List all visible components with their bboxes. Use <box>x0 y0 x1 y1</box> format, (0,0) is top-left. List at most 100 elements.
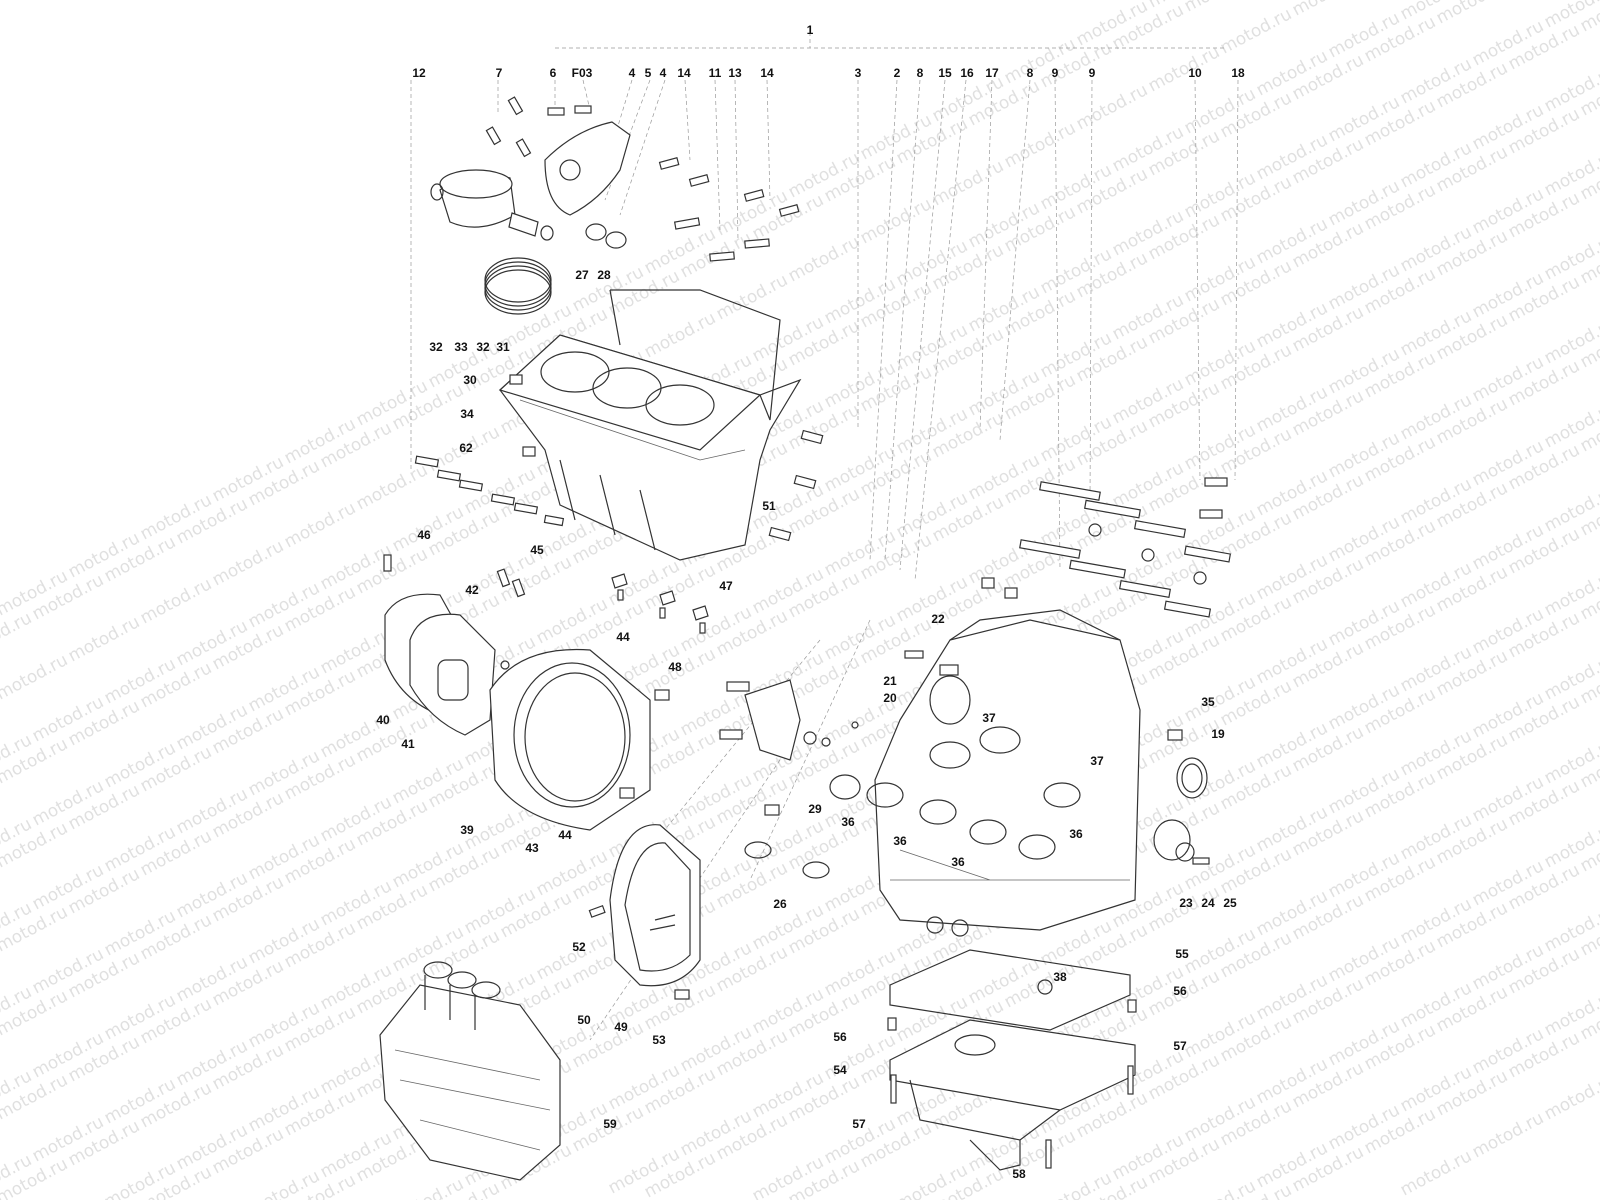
watermark-text: motod.ru <box>1217 4 1295 58</box>
callout-46: 46 <box>417 528 431 542</box>
callout-33: 33 <box>454 340 468 354</box>
bolts-side <box>414 374 824 542</box>
watermark-text: motod.ru <box>389 1174 467 1200</box>
callout-36a: 36 <box>841 815 855 829</box>
callout-27: 27 <box>575 268 589 282</box>
callout-53: 53 <box>652 1033 666 1047</box>
callout-25: 25 <box>1223 896 1237 910</box>
callout-9a: 9 <box>1051 66 1059 80</box>
callout-55: 55 <box>1175 947 1189 961</box>
callout-37b: 37 <box>1090 754 1104 768</box>
callout-29: 29 <box>808 802 822 816</box>
watermark-text: motod.ru <box>1289 0 1367 20</box>
watermark-text: motod.ru <box>1181 0 1259 16</box>
callout-41: 41 <box>401 737 415 751</box>
watermark-text: motod.ru <box>1541 1070 1600 1124</box>
callout-58: 58 <box>1012 1167 1026 1181</box>
callout-32b: 32 <box>476 340 490 354</box>
callout-36b: 36 <box>893 834 907 848</box>
watermark-text: motod.ru <box>0 650 71 704</box>
crankcase <box>829 609 1141 937</box>
watermark-text: motod.ru <box>713 270 791 324</box>
callout-16: 16 <box>960 66 974 80</box>
callout-14a: 14 <box>677 66 691 80</box>
oil-sump <box>887 949 1137 1171</box>
callout-44a: 44 <box>616 630 630 644</box>
bearing-caps <box>719 679 859 879</box>
callout-39: 39 <box>460 823 474 837</box>
piston-assembly <box>430 169 554 315</box>
callout-36d: 36 <box>951 855 965 869</box>
callout-62: 62 <box>459 441 473 455</box>
callout-12: 12 <box>412 66 426 80</box>
clutch-cover <box>383 554 670 831</box>
callout-22: 22 <box>931 612 945 626</box>
callout-26: 26 <box>773 897 787 911</box>
callout-30: 30 <box>463 373 477 387</box>
callout-54: 54 <box>833 1063 847 1077</box>
callout-13: 13 <box>728 66 742 80</box>
bolts-top <box>485 96 800 262</box>
watermark-text: motod.ru <box>1181 1176 1259 1200</box>
callout-35: 35 <box>1201 695 1215 709</box>
watermark-text: motod.ru <box>857 194 935 248</box>
callout-11: 11 <box>708 66 722 80</box>
callout-28: 28 <box>597 268 611 282</box>
callout-57a: 57 <box>1173 1039 1187 1053</box>
callout-2: 2 <box>893 66 901 80</box>
callout-8a: 8 <box>916 66 924 80</box>
watermark-text: motod.ru <box>65 612 143 666</box>
studs-right <box>981 477 1232 618</box>
watermark-text: motod.ru <box>209 536 287 590</box>
callout-f03: F03 <box>571 66 593 80</box>
engine-assembled-view <box>379 961 561 1181</box>
watermark-text: motod.ru <box>137 574 215 628</box>
callout-40: 40 <box>376 713 390 727</box>
connecting-rod <box>544 121 631 249</box>
callout-14b: 14 <box>760 66 774 80</box>
callout-44b: 44 <box>558 828 572 842</box>
watermark-text: motod.ru <box>1433 0 1511 28</box>
watermark-text: motod.ru <box>785 232 863 286</box>
callout-6: 6 <box>549 66 557 80</box>
watermark-text: motod.ru <box>1073 80 1151 134</box>
watermark-text: motod.ru <box>1145 42 1223 96</box>
callout-52: 52 <box>572 940 586 954</box>
callout-49: 49 <box>614 1020 628 1034</box>
callout-15: 15 <box>938 66 952 80</box>
clips <box>611 573 709 634</box>
callout-24: 24 <box>1201 896 1215 910</box>
callout-36c: 36 <box>1069 827 1083 841</box>
callout-34: 34 <box>460 407 474 421</box>
generator-cover <box>588 824 701 1000</box>
watermark-text: motod.ru <box>1469 1108 1547 1162</box>
callout-17: 17 <box>985 66 999 80</box>
callout-5: 5 <box>644 66 652 80</box>
callout-50: 50 <box>577 1013 591 1027</box>
callout-56b: 56 <box>833 1030 847 1044</box>
callout-19: 19 <box>1211 727 1225 741</box>
callout-37a: 37 <box>982 711 996 725</box>
right-seals <box>1153 729 1210 865</box>
callout-31: 31 <box>496 340 510 354</box>
cylinder-block <box>498 289 802 561</box>
callout-10: 10 <box>1188 66 1202 80</box>
callout-51: 51 <box>762 499 776 513</box>
watermark-text: motod.ru <box>641 308 719 362</box>
callout-18: 18 <box>1231 66 1245 80</box>
callout-23: 23 <box>1179 896 1193 910</box>
callout-4a: 4 <box>628 66 636 80</box>
watermark-text: motod.ru <box>1397 1146 1475 1200</box>
callout-21: 21 <box>883 674 897 688</box>
callout-7: 7 <box>495 66 503 80</box>
callout-3: 3 <box>854 66 862 80</box>
callout-1: 1 <box>806 23 814 37</box>
callout-42: 42 <box>465 583 479 597</box>
callout-47: 47 <box>719 579 733 593</box>
watermark-text: motod.ru <box>281 498 359 552</box>
watermark-text: motod.ru <box>929 156 1007 210</box>
callout-38: 38 <box>1053 970 1067 984</box>
callout-59: 59 <box>603 1117 617 1131</box>
callout-56a: 56 <box>1173 984 1187 998</box>
